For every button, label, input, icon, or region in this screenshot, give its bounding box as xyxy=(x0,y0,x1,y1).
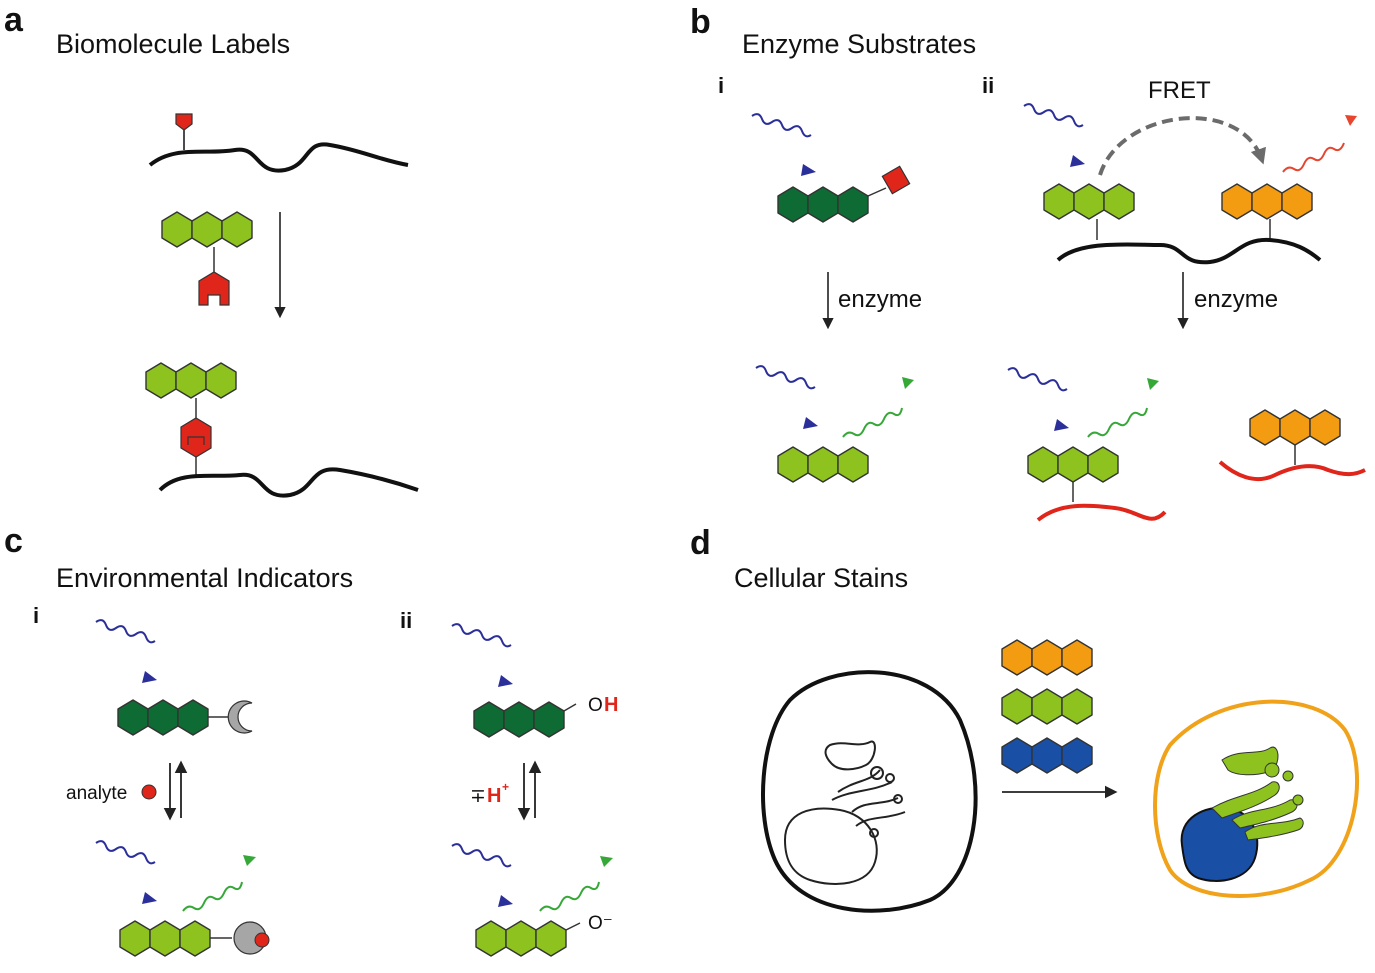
excitation-wave-icon xyxy=(451,623,512,648)
reactive-tag-icon xyxy=(175,113,193,131)
excitation-wave-icon xyxy=(95,619,156,644)
green-emission-wave-icon xyxy=(842,407,903,438)
panel-d-title: Cellular Stains xyxy=(734,563,908,593)
cleaved-donor-dye xyxy=(1027,446,1119,483)
stain-dye-green xyxy=(1001,688,1093,725)
excitation-wave-icon xyxy=(1023,103,1084,128)
panel-d: d Cellular Stains xyxy=(690,524,1359,913)
fret-label: FRET xyxy=(1148,77,1211,104)
cleaved-fragment-red xyxy=(1218,460,1366,481)
cleaved-fragment-red xyxy=(1036,503,1167,522)
hydroxyl-o-label: O xyxy=(588,695,603,716)
analyte-label: analyte xyxy=(66,783,127,804)
hydroxyl-h-label: H xyxy=(604,694,618,716)
phenolate-label: O⁻ xyxy=(588,913,613,934)
excitation-wave-icon xyxy=(451,843,512,868)
panel-b-title: Enzyme Substrates xyxy=(742,29,976,59)
red-emission-wave-icon xyxy=(1282,142,1345,173)
ph-indicator-protonated-dye xyxy=(473,701,565,738)
fret-acceptor-dye xyxy=(1221,183,1313,220)
quenched-substrate-dye xyxy=(777,186,869,223)
panel-c-title: Environmental Indicators xyxy=(56,563,353,593)
panel-b-letter: b xyxy=(690,3,711,41)
green-emission-wave-icon xyxy=(1087,407,1148,438)
proton-charge-label: + xyxy=(502,780,509,794)
panel-c: c Environmental Indicators i ii analyte xyxy=(4,522,618,957)
panel-c-sub-i: i xyxy=(33,603,39,628)
stain-dye-orange xyxy=(1001,639,1093,676)
unstained-cell xyxy=(761,670,978,913)
panel-c-letter: c xyxy=(4,522,23,560)
fret-transfer-arrow xyxy=(1098,116,1266,176)
panel-c-sub-ii: ii xyxy=(400,608,412,633)
chelator-indicator-dye xyxy=(117,699,209,736)
green-emission-wave-icon xyxy=(182,881,243,912)
fret-donor-dye xyxy=(1043,183,1135,220)
panel-d-letter: d xyxy=(690,524,711,562)
peptide-substrate-strand xyxy=(1056,237,1322,265)
fluorescent-product-dye xyxy=(777,446,869,483)
panel-b-sub-i: i xyxy=(718,73,724,98)
minus-plus-sign: ∓ xyxy=(470,786,486,807)
enzyme-label-i: enzyme xyxy=(838,286,922,313)
panel-a-letter: a xyxy=(4,1,24,39)
bound-analyte-icon xyxy=(254,932,270,948)
dye-label-conjugated xyxy=(145,362,237,399)
stain-dye-blue xyxy=(1001,737,1093,774)
enzyme-label-ii: enzyme xyxy=(1194,286,1278,313)
reactive-group-icon xyxy=(198,271,230,306)
excitation-wave-icon xyxy=(751,113,812,138)
excitation-wave-icon xyxy=(95,840,156,865)
dye-label-light-green xyxy=(161,211,253,248)
panel-a-title: Biomolecule Labels xyxy=(56,29,290,59)
biomolecule-strand xyxy=(148,142,409,173)
cell-membrane-outline xyxy=(761,670,978,913)
panel-b: b Enzyme Substrates i ii enzyme FRET xyxy=(690,3,1366,522)
er-outline xyxy=(831,769,906,827)
analyte-ion-icon xyxy=(141,784,157,800)
cleaved-acceptor-dye xyxy=(1249,409,1341,446)
green-emission-wave-icon xyxy=(539,881,600,912)
enzyme-cleavable-group-icon xyxy=(881,165,911,195)
nucleus-outline xyxy=(783,807,878,885)
chelator-crescent-icon xyxy=(227,700,253,734)
labeled-biomolecule-strand xyxy=(158,467,419,498)
ph-indicator-deprotonated-dye xyxy=(475,920,567,957)
panel-b-sub-ii: ii xyxy=(982,73,994,98)
stained-golgi-er xyxy=(1211,746,1304,841)
excitation-wave-icon xyxy=(755,365,816,390)
proton-label: H xyxy=(487,785,501,807)
bound-indicator-dye xyxy=(119,920,211,957)
panel-a: a Biomolecule Labels xyxy=(4,1,419,498)
golgi-outline xyxy=(824,740,876,771)
stained-cell xyxy=(1153,699,1359,898)
excitation-wave-icon xyxy=(1007,367,1068,392)
